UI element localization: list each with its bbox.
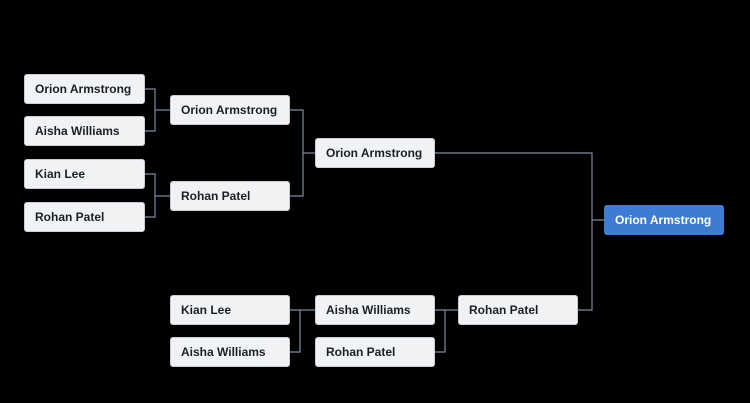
connector [145, 88, 156, 132]
upper-r2-slot-2: Rohan Patel [170, 181, 290, 211]
connector [435, 152, 593, 311]
upper-r1-slot-4: Rohan Patel [24, 202, 145, 232]
lower-r1-slot-1: Kian Lee [170, 295, 290, 325]
champion-slot: Orion Armstrong [604, 205, 724, 235]
connector [435, 309, 446, 353]
connector [145, 173, 156, 218]
lower-r2-slot-1: Aisha Williams [315, 295, 435, 325]
lower-final-slot: Rohan Patel [458, 295, 578, 325]
upper-r2-slot-1: Orion Armstrong [170, 95, 290, 125]
connector [290, 309, 301, 353]
upper-r1-slot-2: Aisha Williams [24, 116, 145, 146]
lower-r2-slot-2: Rohan Patel [315, 337, 435, 367]
upper-r1-slot-1: Orion Armstrong [24, 74, 145, 104]
lower-r1-slot-2: Aisha Williams [170, 337, 290, 367]
connector [290, 109, 304, 197]
upper-r1-slot-3: Kian Lee [24, 159, 145, 189]
upper-final-slot: Orion Armstrong [315, 138, 435, 168]
